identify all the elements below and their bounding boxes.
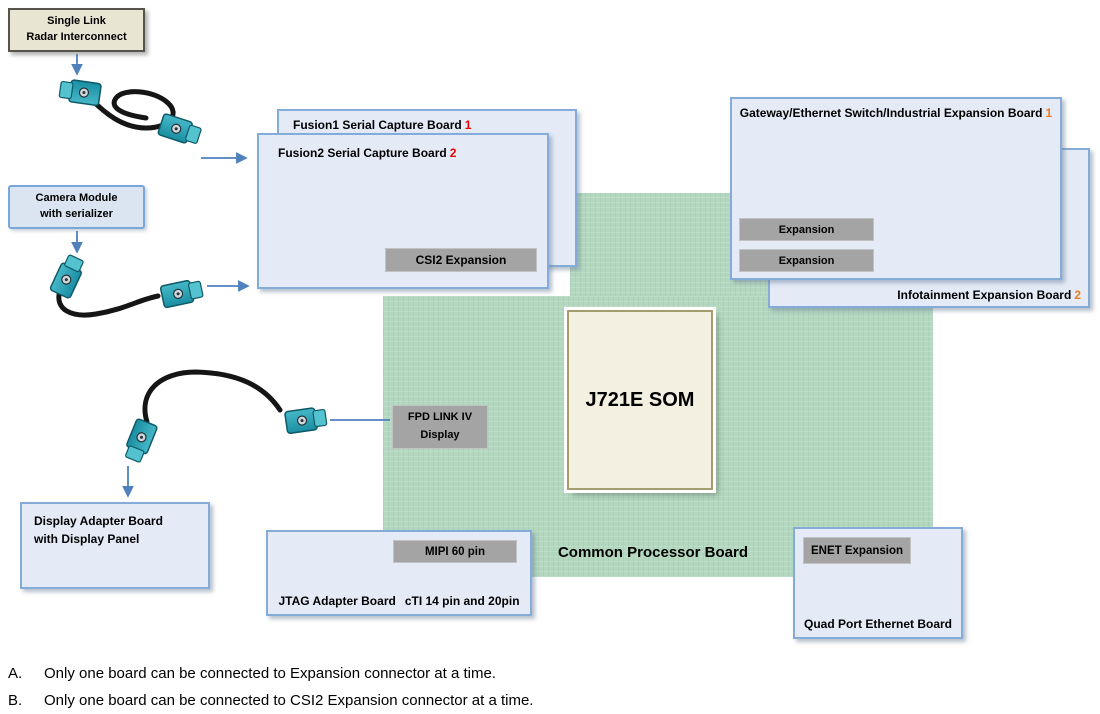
footnote-a-marker: A. <box>8 665 23 682</box>
fakra-connector-icon <box>159 277 205 309</box>
expansion-top-label: Expansion <box>778 223 835 236</box>
display-adapter-title: Display Adapter Board with Display Panel <box>34 512 163 548</box>
display-cable-wire <box>142 369 283 425</box>
fpd-link-label-line2: Display <box>420 429 460 441</box>
quad-port-title: Quad Port Ethernet Board <box>803 616 952 631</box>
display-adapter-line2: with Display Panel <box>34 532 140 546</box>
jtag-title-part2: cTI 14 pin and 20pin <box>404 593 520 608</box>
footnote-b-text: Only one board can be connected to CSI2 … <box>44 692 534 709</box>
quad-port-ethernet-board: ENET Expansion Quad Port Ethernet Board <box>793 527 963 639</box>
footnote-a-text: Only one board can be connected to Expan… <box>44 665 496 682</box>
fakra-connector-icon <box>283 405 329 435</box>
gateway-ethernet-industrial-expansion-board: Gateway/Ethernet Switch/Industrial Expan… <box>730 97 1062 280</box>
csi2-expansion-connector: CSI2 Expansion <box>385 248 537 272</box>
infotainment-number: 2 <box>1074 287 1081 302</box>
fakra-connector-icon <box>156 112 204 148</box>
expansion-connector-top: Expansion <box>739 218 874 241</box>
fusion1-number: 1 <box>464 118 472 132</box>
enet-expansion-label: ENET Expansion <box>810 544 904 557</box>
common-processor-board-label: Common Processor Board <box>557 544 749 561</box>
mipi-60pin-connector: MIPI 60 pin <box>393 540 517 563</box>
radar-box-line1: Single Link <box>47 15 106 28</box>
radar-box-line2: Radar Interconnect <box>26 31 127 43</box>
display-adapter-line1: Display Adapter Board <box>34 514 163 528</box>
enet-expansion-connector: ENET Expansion <box>803 537 911 564</box>
fusion1-title-text: Fusion1 Serial Capture Board <box>293 118 462 132</box>
fakra-connector-icon <box>57 77 103 107</box>
jtag-title-part1: JTAG Adapter Board <box>278 593 396 608</box>
fusion2-title-text: Fusion2 Serial Capture Board <box>278 146 447 160</box>
footnotes: A. Only one board can be connected to Ex… <box>8 660 533 714</box>
single-link-radar-interconnect-box: Single Link Radar Interconnect <box>8 8 145 52</box>
j721e-som-label: J721E SOM <box>585 388 695 411</box>
footnote-a: A. Only one board can be connected to Ex… <box>8 660 533 687</box>
fakra-connector-icon <box>48 252 88 300</box>
gateway-title: Gateway/Ethernet Switch/Industrial Expan… <box>732 106 1060 120</box>
expansion-bottom-label: Expansion <box>778 254 835 267</box>
csi2-expansion-label: CSI2 Expansion <box>415 253 507 267</box>
gateway-title-text: Gateway/Ethernet Switch/Industrial Expan… <box>739 106 1043 120</box>
fakra-connector-icon <box>121 417 159 465</box>
camera-cable-wire <box>56 287 161 318</box>
fpd-link-label-line1: FPD LINK IV <box>407 411 473 424</box>
fusion2-number: 2 <box>449 146 457 160</box>
camera-module-box: Camera Module with serializer <box>8 185 145 229</box>
display-cable <box>121 369 329 465</box>
camera-box-line2: with serializer <box>40 208 113 220</box>
gateway-number: 1 <box>1045 106 1053 120</box>
j721e-som-box: J721E SOM <box>567 310 713 490</box>
jtag-title: JTAG Adapter Board cTI 14 pin and 20pin <box>268 594 530 608</box>
expansion-connector-bottom: Expansion <box>739 249 874 272</box>
footnote-b-marker: B. <box>8 692 23 709</box>
camera-module-cable <box>48 252 205 318</box>
radar-cable-wire <box>89 89 176 131</box>
mipi-60pin-label: MIPI 60 pin <box>424 545 486 558</box>
fpd-link-iv-display-connector: FPD LINK IV Display <box>392 405 488 449</box>
footnote-b: B. Only one board can be connected to CS… <box>8 687 533 714</box>
camera-box-line1: Camera Module <box>35 192 118 205</box>
display-adapter-board: Display Adapter Board with Display Panel <box>20 502 210 589</box>
jtag-adapter-board: MIPI 60 pin JTAG Adapter Board cTI 14 pi… <box>266 530 532 616</box>
radar-interconnect-cable <box>57 77 204 148</box>
infotainment-title-text: Infotainment Expansion Board <box>897 287 1072 302</box>
